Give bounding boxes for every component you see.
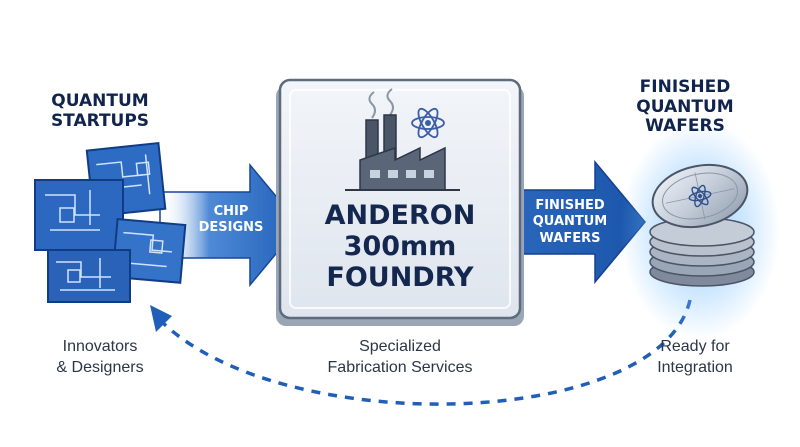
finished-wafers-label-line: QUANTUM (532, 214, 608, 230)
foundry-title-line: ANDERON (324, 200, 476, 231)
chip-designs-label: CHIP DESIGNS (186, 204, 276, 237)
wafer-stack-icon (620, 120, 780, 340)
finished-wafers-label: FINISHED QUANTUM WAFERS (520, 198, 620, 247)
finished-wafers-arrow (514, 159, 646, 285)
finished-wafers-label-line: FINISHED (535, 198, 605, 213)
wafers-heading: FINISHED QUANTUM WAFERS (610, 77, 760, 137)
foundry-caption-line: Fabrication Services (327, 358, 473, 376)
startups-caption-line: & Designers (56, 358, 144, 376)
finished-wafers-label-line: WAFERS (539, 230, 601, 246)
startups-caption-line: Innovators (62, 338, 138, 355)
wafers-heading-line: WAFERS (645, 116, 725, 137)
foundry-panel (276, 78, 524, 326)
blueprint-stack-icon (34, 141, 187, 303)
startups-caption: Innovators & Designers (35, 337, 165, 379)
feedback-arrow (150, 299, 692, 406)
startups-heading: QUANTUM STARTUPS (25, 91, 175, 131)
atom-icon (411, 107, 445, 139)
foundry-title-line: FOUNDRY (326, 262, 474, 294)
chip-designs-label-line: CHIP (213, 204, 249, 219)
foundry-title-line: 300mm (343, 231, 457, 263)
startups-heading-line: STARTUPS (50, 110, 150, 131)
foundry-title: ANDERON 300mm FOUNDRY (300, 200, 500, 293)
factory-icon (345, 88, 460, 191)
wafers-caption: Ready for Integration (625, 337, 765, 379)
wafers-heading-line: FINISHED (639, 77, 731, 97)
chip-designs-label-line: DESIGNS (198, 220, 264, 236)
startups-heading-line: QUANTUM (51, 91, 149, 111)
foundry-caption-line: Specialized (359, 338, 441, 355)
wafers-caption-line: Integration (657, 358, 733, 376)
wafers-caption-line: Ready for (660, 338, 730, 355)
wafers-heading-line: QUANTUM (636, 96, 734, 117)
foundry-caption: Specialized Fabrication Services (300, 337, 500, 379)
